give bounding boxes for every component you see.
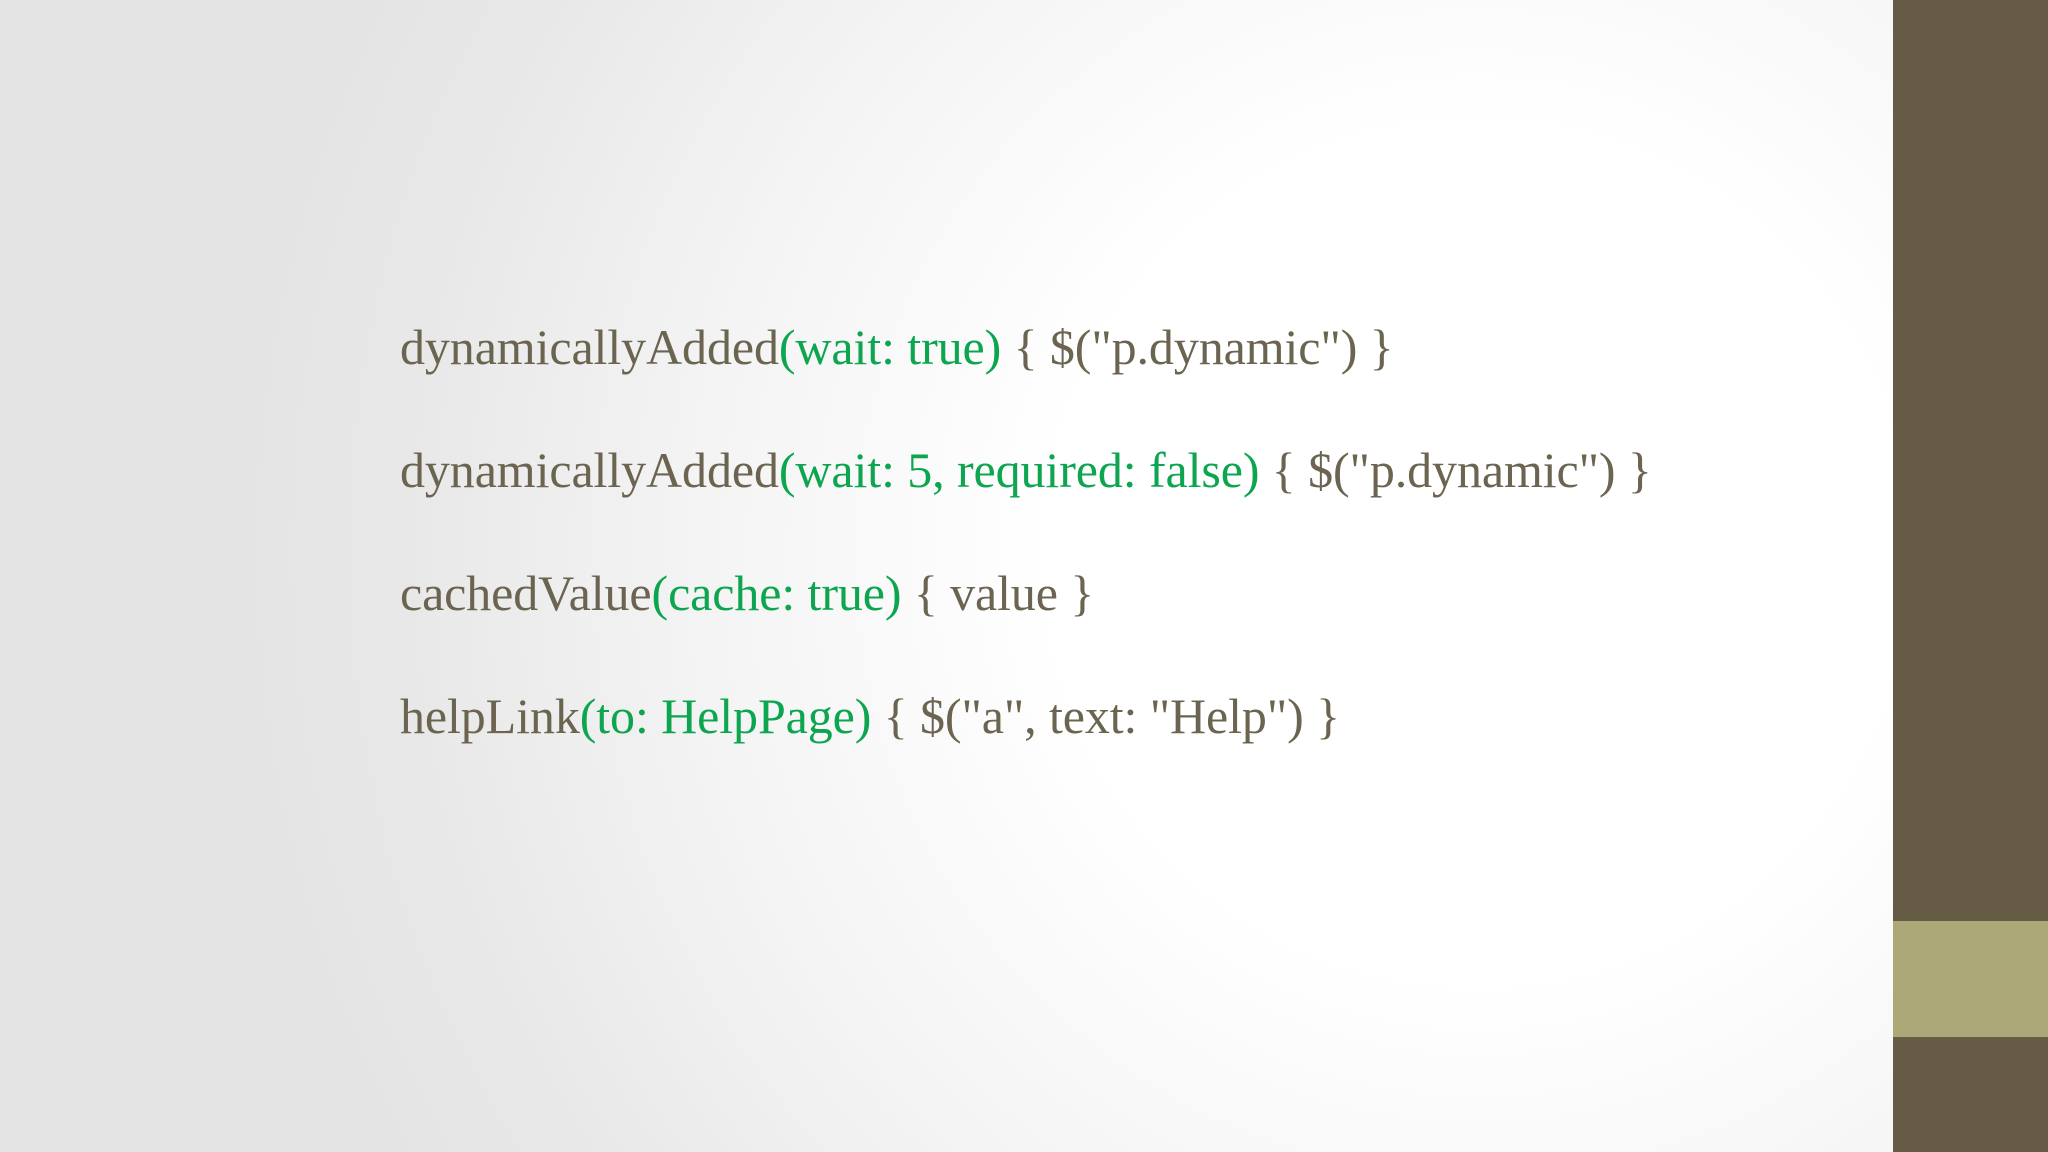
code-arguments: (cache: true): [651, 565, 902, 621]
code-method-name: dynamicallyAdded: [400, 319, 779, 375]
code-body: { $("a", text: "Help") }: [871, 688, 1340, 744]
code-arguments: (wait: true): [778, 319, 1002, 375]
code-line: dynamicallyAdded(wait: true) { $("p.dyna…: [400, 286, 1850, 409]
code-method-name: cachedValue: [400, 565, 652, 621]
sidebar-segment-top: [1893, 0, 2048, 921]
slide-background-vignette: [0, 0, 1894, 1152]
code-method-name: dynamicallyAdded: [400, 442, 779, 498]
code-arguments: (to: HelpPage): [579, 688, 872, 744]
sidebar-segment-accent: [1893, 921, 2048, 1037]
code-line: helpLink(to: HelpPage) { $("a", text: "H…: [400, 655, 1850, 778]
sidebar-segment-bottom: [1893, 1037, 2048, 1152]
code-body: { $("p.dynamic") }: [1259, 442, 1652, 498]
code-method-name: helpLink: [400, 688, 580, 744]
code-listing: dynamicallyAdded(wait: true) { $("p.dyna…: [400, 286, 1850, 778]
decorative-sidebar: [1893, 0, 2048, 1152]
code-body: { value }: [901, 565, 1095, 621]
code-body: { $("p.dynamic") }: [1001, 319, 1394, 375]
code-arguments: (wait: 5, required: false): [778, 442, 1260, 498]
code-line: dynamicallyAdded(wait: 5, required: fals…: [400, 409, 1850, 532]
code-line: cachedValue(cache: true) { value }: [400, 532, 1850, 655]
